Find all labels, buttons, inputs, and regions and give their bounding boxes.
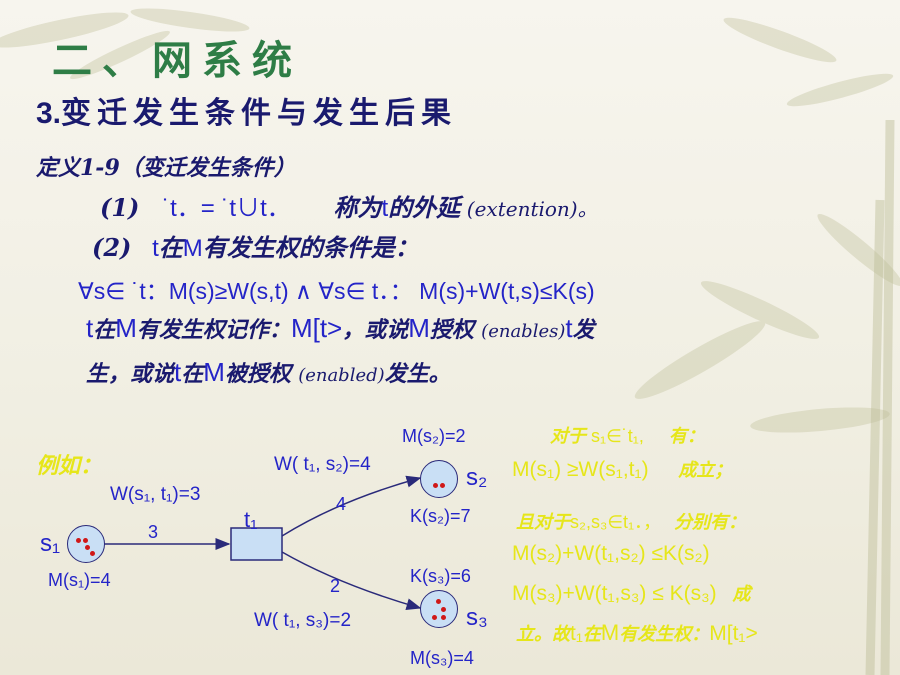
section-heading-text: 变迁发生条件与发生后果	[61, 96, 458, 131]
label-k-s2: K(s₂)=7	[410, 506, 471, 526]
token	[433, 483, 438, 488]
line3-t2: t	[565, 313, 573, 343]
line1-text: 称为	[333, 193, 382, 222]
analysis-line6c: 在	[582, 624, 601, 645]
line4-M: M	[203, 357, 225, 387]
token	[441, 607, 446, 612]
token	[83, 538, 88, 543]
label-s1: s₁	[40, 530, 61, 557]
line3-text2: 有发生权记作：	[136, 317, 291, 343]
analysis-line2a: M(s₁) ≥W(s₁,t₁)	[512, 458, 649, 481]
token	[436, 599, 441, 604]
place-s3	[420, 590, 458, 628]
line4-text3: 被授权	[224, 361, 291, 387]
analysis-line6b: t₁	[570, 622, 583, 645]
line1-en: (extention)。	[466, 197, 598, 221]
label-w-t1-s2: W( t₁, s₂)=4	[274, 454, 371, 475]
analysis-line-4: M(s₂)+W(t₁,s₂) ≤K(s₂)	[512, 542, 710, 565]
definition-line-4: 生，或说t在M被授权 (enabled)发生。	[86, 356, 451, 388]
analysis-line6f: M[t₁>	[709, 622, 758, 645]
definition-line-1: (1) ˙t．= ˙t∪t． 称为t的外延 (extention)。	[100, 188, 598, 223]
label-t1: t₁	[244, 507, 258, 532]
item-1-prefix: (1)	[100, 193, 140, 222]
label-w-t1-s3: W( t₁, s₃)=2	[254, 610, 352, 631]
line3-t: t	[86, 313, 94, 343]
token	[432, 615, 437, 620]
enabling-condition-formula: ∀s∈ ˙t：M(s)≥W(s,t) ∧ ∀s∈ t．： M(s)+W(t,s)…	[78, 278, 595, 304]
line2-M: M	[182, 235, 203, 262]
token	[76, 538, 81, 543]
label-m-s2: M(s₂)=2	[402, 426, 466, 446]
token	[85, 545, 90, 550]
slide-title: 二、网系统	[52, 37, 302, 84]
definition-line-3: t在M有发生权记作：M[t>，或说M授权 (enables)t发	[86, 312, 595, 344]
line4-text2: 在	[181, 361, 204, 387]
petri-net-diagram	[104, 475, 422, 611]
label-k-s3: K(s₃)=6	[410, 566, 471, 586]
token	[441, 615, 446, 620]
label-m-s1: M(s₁)=4	[48, 570, 111, 590]
line4-text1: 生，或说	[86, 361, 175, 387]
label-m-s3: M(s₃)=4	[410, 648, 474, 668]
line1-t: t	[381, 195, 389, 222]
analysis-line3c: 分别有：	[674, 512, 747, 533]
line3-text3: ，或说	[342, 317, 409, 343]
line2-text2: 有发生权的条件是：	[202, 233, 419, 262]
line3-en: (enables)	[481, 321, 566, 342]
label-w-s1-t1: W(s₁, t₁)=3	[110, 484, 201, 505]
extension-formula: ˙t．= ˙t∪t．	[162, 195, 291, 222]
line3-M2: M	[408, 313, 430, 343]
analysis-line1a: 对于	[550, 426, 586, 447]
line3-M: M	[115, 313, 137, 343]
section-number: 3.	[36, 97, 62, 130]
token	[440, 483, 445, 488]
line4-text4: 发生。	[384, 361, 451, 387]
analysis-line3a: 且对于	[516, 512, 570, 533]
analysis-line5b: 成	[732, 584, 751, 605]
analysis-line-6: 立。故t₁在M有发生权：M[t₁>	[516, 620, 758, 646]
item-2-prefix: (2)	[92, 233, 132, 262]
transition-t1	[230, 527, 283, 561]
definition-heading: 定义1-9（变迁发生条件）	[36, 155, 296, 181]
analysis-line2b: 成立；	[678, 460, 733, 481]
place-s2	[420, 460, 458, 498]
line3-text5: 发	[572, 317, 595, 343]
line1-text2: 的外延	[388, 193, 461, 222]
analysis-line-1: 对于 s₁∈˙t₁, 有：	[550, 422, 705, 448]
analysis-line1b: s₁∈˙t₁,	[591, 426, 644, 446]
label-s2: s₂	[466, 464, 488, 491]
example-label: 例如：	[36, 453, 103, 479]
analysis-line6a: 立。故	[516, 624, 570, 645]
analysis-line-5: M(s₃)+W(t₁,s₃) ≤ K(s₃) 成	[512, 580, 751, 606]
analysis-line6e: 有发生权：	[619, 624, 710, 645]
line4-en: (enabled)	[298, 365, 385, 386]
analysis-line5a: M(s₃)+W(t₁,s₃) ≤ K(s₃)	[512, 582, 717, 605]
analysis-line6d: M	[600, 620, 620, 645]
label-arc-weight-3: 3	[148, 522, 159, 542]
line4-t: t	[174, 357, 182, 387]
token	[90, 551, 95, 556]
line3-formula: M[t>	[290, 313, 343, 343]
label-arc-weight-4: 4	[336, 494, 347, 514]
place-s1	[67, 525, 105, 563]
analysis-line-3: 且对于s₂,s₃∈t₁．， 分别有：	[516, 508, 746, 534]
line3-text1: 在	[93, 317, 116, 343]
line3-text4: 授权	[429, 317, 474, 343]
label-arc-weight-2: 2	[330, 576, 341, 596]
analysis-line3b: s₂,s₃∈t₁．，	[570, 512, 662, 532]
section-heading: 3.变迁发生条件与发生后果	[36, 88, 457, 132]
arc-t1-s2	[281, 475, 422, 537]
analysis-line-2: M(s₁) ≥W(s₁,t₁) 成立；	[512, 456, 732, 482]
arc-t1-s3	[281, 551, 422, 611]
definition-line-2: (2) t在M有发生权的条件是：	[92, 228, 419, 263]
label-s3: s₃	[466, 604, 488, 631]
analysis-line1c: 有：	[668, 426, 705, 447]
line2-text: 在	[158, 233, 183, 262]
line2-t: t	[152, 235, 159, 262]
